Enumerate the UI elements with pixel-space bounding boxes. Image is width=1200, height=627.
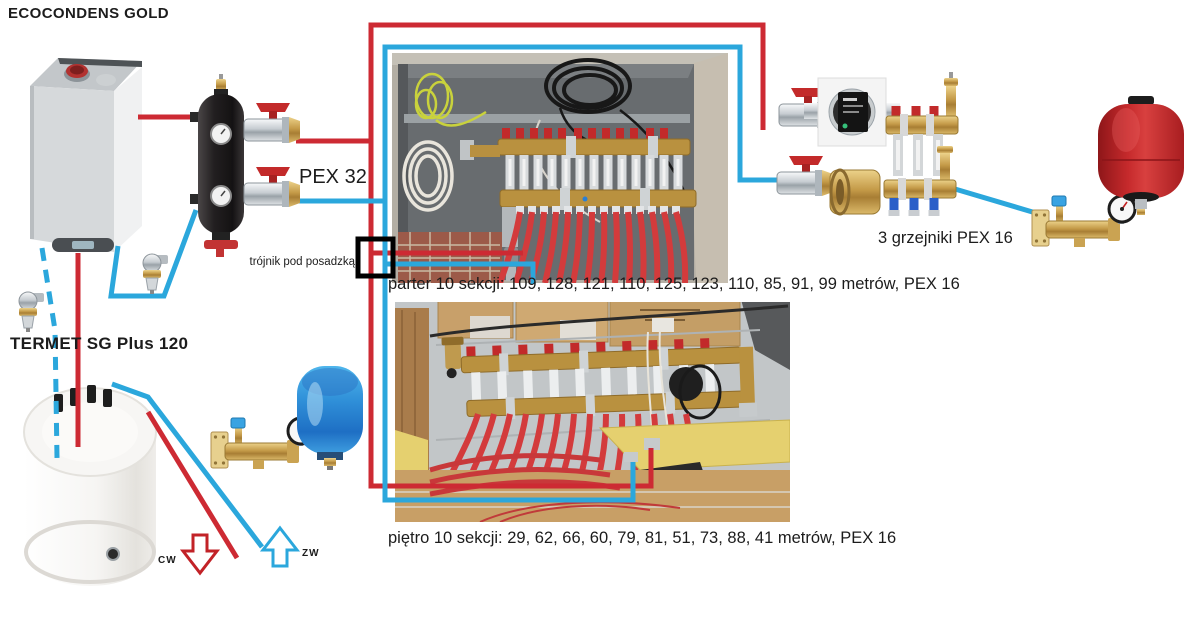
drain-valve xyxy=(204,240,238,249)
pietro-caption: piętro 10 sekcji: 29, 62, 66, 60, 79, 81… xyxy=(388,529,897,547)
expansion-vessel-blue xyxy=(297,366,363,470)
tank-drain xyxy=(106,547,120,561)
boiler-title: ECOCONDENS GOLD xyxy=(8,5,170,22)
manifold-supply-bar xyxy=(497,138,691,156)
hydraulic-separator xyxy=(190,74,250,257)
pipe-radiator-return xyxy=(954,186,1047,219)
pietro-manifold xyxy=(441,336,758,420)
safety-group-radiators xyxy=(1030,194,1137,249)
main-pipe-label: PEX 32 xyxy=(299,166,367,188)
pump-manifold-group xyxy=(776,72,959,216)
radiators-label: 3 grzejniki PEX 16 xyxy=(878,229,1013,247)
gas-boiler xyxy=(30,58,142,252)
radiator-manifold-return xyxy=(883,179,957,199)
manifold-return-bar xyxy=(499,189,697,208)
zw-arrow-icon xyxy=(259,525,301,568)
pipes xyxy=(39,22,1047,560)
ball-valve-return xyxy=(776,155,834,197)
tee-under-floor-symbol xyxy=(355,236,396,279)
pump-head xyxy=(669,367,703,401)
expansion-vessel-red xyxy=(1098,96,1184,215)
ball-valve-supply xyxy=(243,102,301,144)
tank-port xyxy=(103,389,112,407)
magnetic-filter xyxy=(142,253,169,295)
manifold-valve-caps xyxy=(502,128,668,139)
dhw-cylinder xyxy=(23,385,157,586)
tee-label: trójnik pod posadzką xyxy=(249,256,355,268)
air-vent xyxy=(946,86,956,116)
manifold-photo-parter xyxy=(392,53,728,283)
air-vent xyxy=(940,153,950,180)
radiator-manifold-supply xyxy=(885,115,959,135)
tank-port xyxy=(87,385,96,403)
earth-wire-coil xyxy=(414,72,487,127)
air-vent xyxy=(216,79,226,91)
magnetic-filter xyxy=(18,291,45,333)
floor xyxy=(395,470,790,522)
cold-water-label: ZW xyxy=(302,548,320,559)
pipe-dhw-return-dashed xyxy=(39,247,60,459)
pipe-cw-out xyxy=(145,410,240,560)
pex-pipes xyxy=(497,211,689,283)
tank-title: TERMET SG Plus 120 xyxy=(10,334,189,353)
white-pipe-coil xyxy=(402,140,454,212)
hot-water-label: CW xyxy=(158,555,177,566)
pipe-main-return-loop xyxy=(382,44,781,503)
cw-arrow-icon xyxy=(179,533,221,576)
manifold-valve-caps-blue xyxy=(889,198,939,210)
pipe-zw-in xyxy=(111,381,264,549)
parter-caption: parter 10 sekcji: 109, 128, 121, 110, 12… xyxy=(388,275,960,293)
pipe-boiler-return xyxy=(108,209,199,299)
ball-valve-return xyxy=(243,166,301,208)
pipe-parter-return-branch xyxy=(385,261,536,284)
manifold-valve-caps xyxy=(466,338,710,359)
